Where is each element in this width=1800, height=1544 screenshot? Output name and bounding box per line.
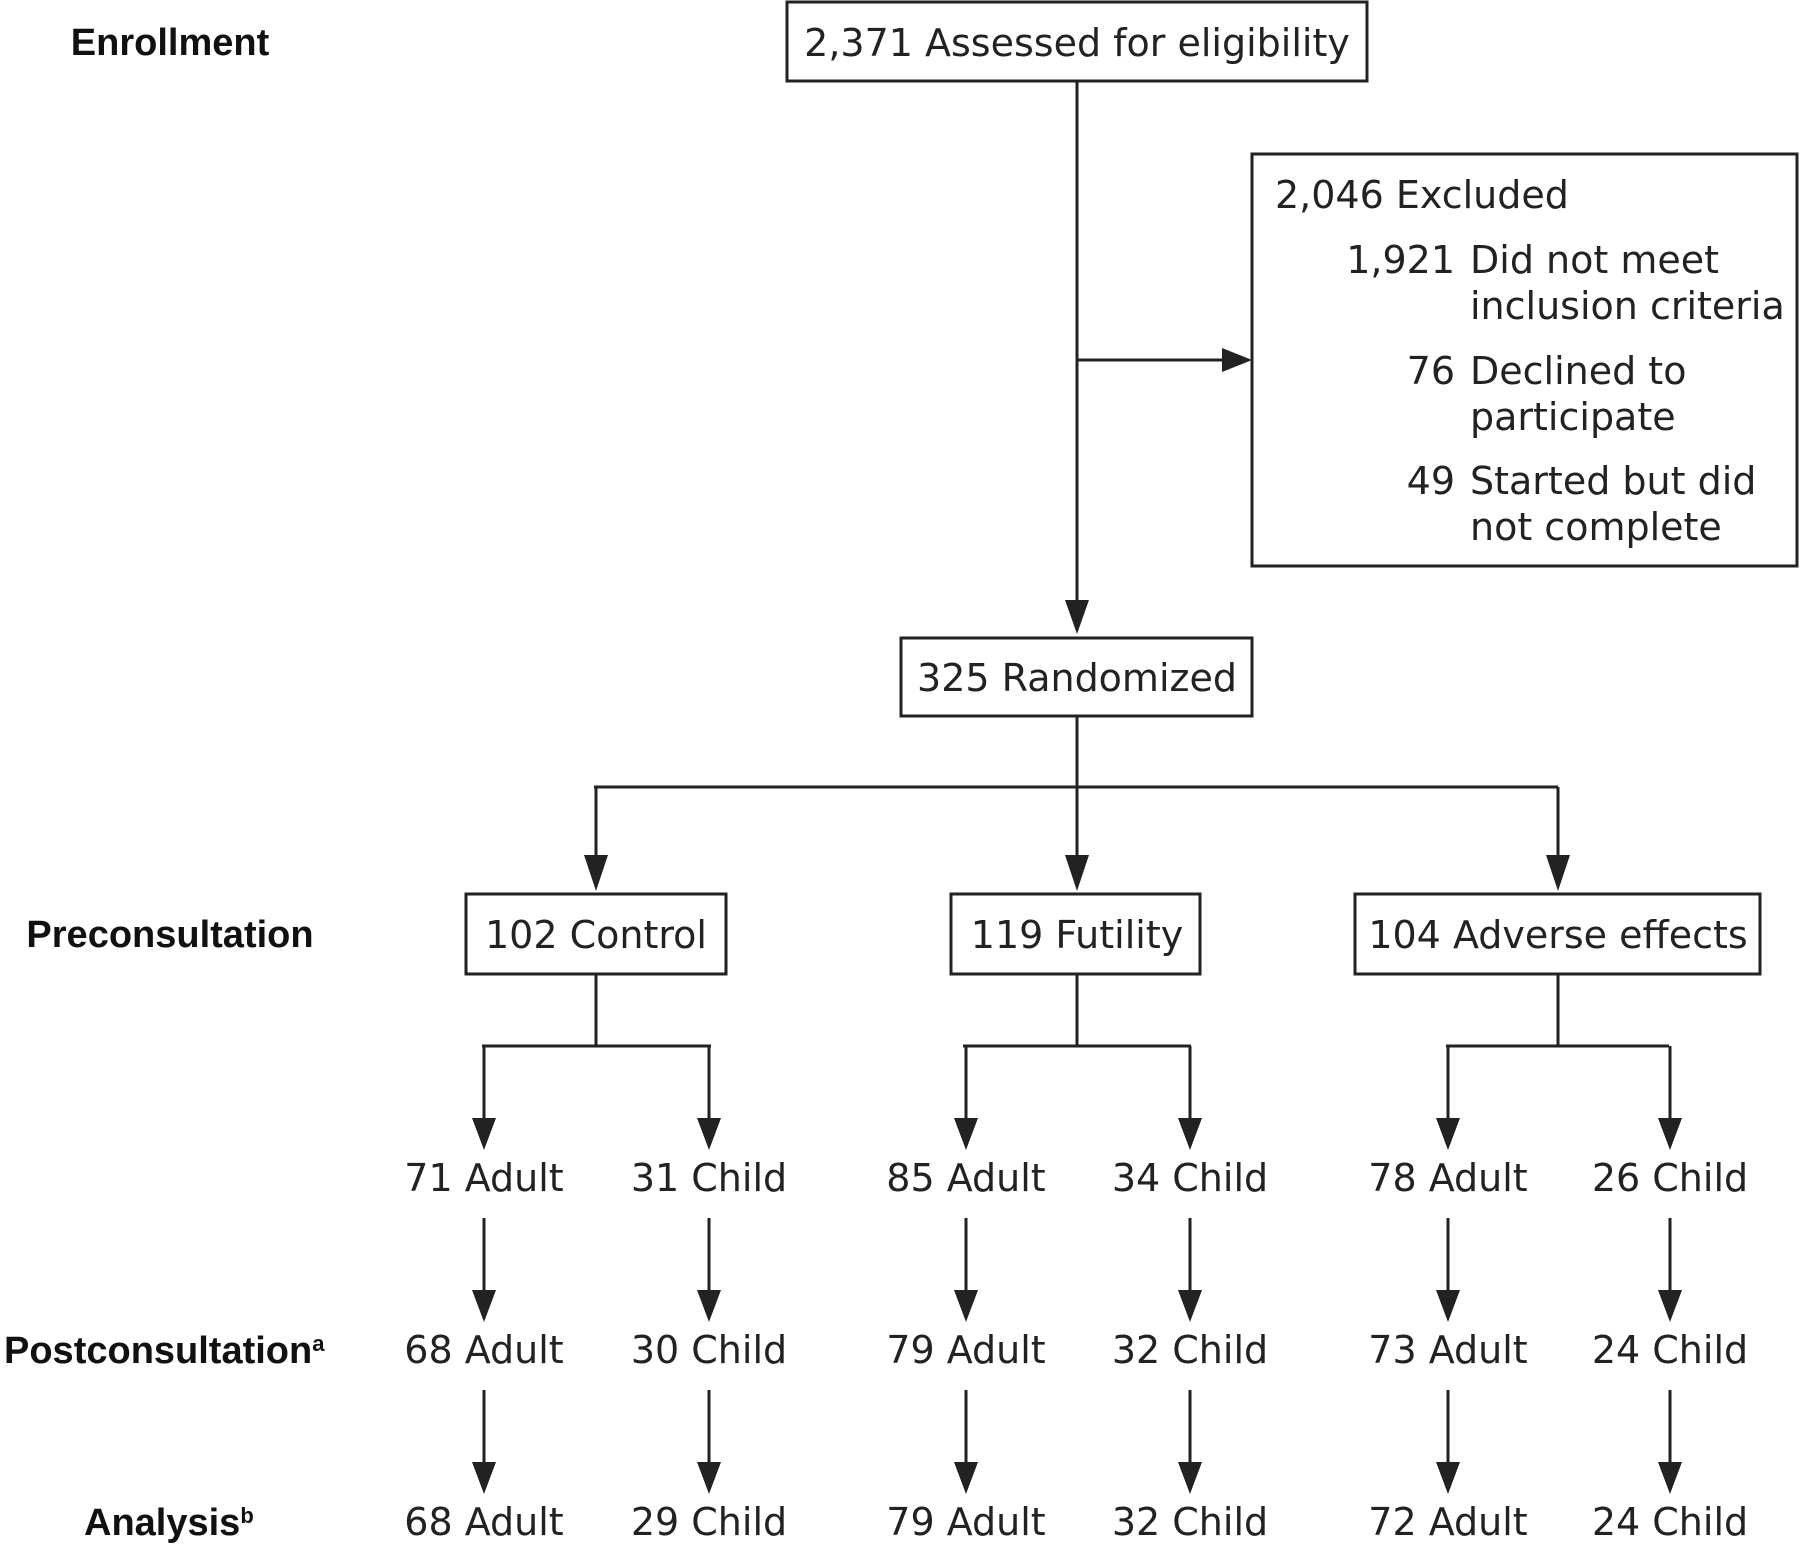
analysis-futility-adult: 79 Adult <box>886 1500 1045 1544</box>
arm-label-control: 102 Control <box>485 913 707 957</box>
leaf-arrowhead <box>472 1118 496 1150</box>
excluded-reason-line2: not complete <box>1470 505 1722 549</box>
pre-adverse-child: 26 Child <box>1592 1156 1748 1200</box>
excluded-box <box>1250 152 1799 568</box>
post-control-adult: 68 Adult <box>404 1328 563 1372</box>
assessed-label: 2,371 Assessed for eligibility <box>804 21 1350 65</box>
stage-label-analysis: Analysisb <box>84 1502 254 1544</box>
analysis-control-child: 29 Child <box>631 1500 787 1544</box>
leaf-arrowhead <box>1178 1290 1202 1322</box>
leaf-arrowhead <box>1436 1462 1460 1494</box>
leaf-arrowhead <box>472 1290 496 1322</box>
leaf-arrowhead <box>697 1290 721 1322</box>
leaf-arrowhead <box>1178 1462 1202 1494</box>
leaf-arrowhead <box>1436 1290 1460 1322</box>
stage-label-enrollment: Enrollment <box>71 22 270 64</box>
postconsultation-text: Postconsultation <box>4 1330 312 1372</box>
analysis-adverse-child: 24 Child <box>1592 1500 1748 1544</box>
excluded-reason-count: 76 <box>1407 349 1455 393</box>
arm-box-adverse-effects <box>1353 892 1762 976</box>
pre-control-child: 31 Child <box>631 1156 787 1200</box>
post-control-child: 30 Child <box>631 1328 787 1372</box>
arrowhead-to-futility <box>1065 855 1089 891</box>
leaf-arrowhead <box>697 1462 721 1494</box>
arm-split-connectors <box>482 974 1669 1048</box>
arm-label-futility: 119 Futility <box>971 913 1183 957</box>
leaf-arrowhead <box>1436 1118 1460 1150</box>
excluded-reason-count: 1,921 <box>1346 238 1455 282</box>
post-futility-child: 32 Child <box>1112 1328 1268 1372</box>
leaf-arrows <box>472 1046 1682 1494</box>
excluded-title: 2,046 Excluded <box>1275 173 1569 217</box>
arrowhead-to-randomized <box>1065 600 1089 634</box>
postconsultation-row: 68 Adult 30 Child 79 Adult 32 Child 73 A… <box>404 1328 1748 1372</box>
excluded-reason-line1: Started but did <box>1470 459 1756 503</box>
pre-adverse-adult: 78 Adult <box>1368 1156 1527 1200</box>
stage-label-postconsultation: Postconsultationa <box>4 1330 325 1372</box>
randomized-box <box>899 636 1254 718</box>
arm-label-adverse-effects: 104 Adverse effects <box>1368 913 1747 957</box>
leaf-arrowhead <box>954 1462 978 1494</box>
analysis-row: 68 Adult 29 Child 79 Adult 32 Child 72 A… <box>404 1500 1748 1544</box>
post-adverse-adult: 73 Adult <box>1368 1328 1527 1372</box>
excluded-reason-line1: Declined to <box>1470 349 1686 393</box>
excluded-reason-count: 49 <box>1407 459 1455 503</box>
analysis-footnote-mark: b <box>240 1503 253 1528</box>
stage-label-preconsultation: Preconsultation <box>26 914 313 956</box>
randomized-label: 325 Randomized <box>917 656 1237 700</box>
leaf-arrowhead <box>1178 1118 1202 1150</box>
arm-box-futility <box>949 892 1202 976</box>
assessed-box <box>785 0 1369 83</box>
analysis-control-adult: 68 Adult <box>404 1500 563 1544</box>
postconsultation-footnote-mark: a <box>312 1331 325 1356</box>
leaf-arrowhead <box>954 1118 978 1150</box>
leaf-arrowhead <box>1658 1462 1682 1494</box>
leaf-arrowhead <box>697 1118 721 1150</box>
preconsultation-row: 71 Adult 31 Child 85 Adult 34 Child 78 A… <box>404 1156 1748 1200</box>
leaf-arrowhead <box>1658 1118 1682 1150</box>
pre-futility-child: 34 Child <box>1112 1156 1268 1200</box>
arrowhead-to-excluded <box>1222 348 1252 372</box>
excluded-reason-line1: Did not meet <box>1470 238 1719 282</box>
arrowhead-to-control <box>584 855 608 891</box>
analysis-adverse-adult: 72 Adult <box>1368 1500 1527 1544</box>
pre-control-adult: 71 Adult <box>404 1156 563 1200</box>
excluded-reason-line2: inclusion criteria <box>1470 284 1785 328</box>
leaf-arrowhead <box>472 1462 496 1494</box>
pre-futility-adult: 85 Adult <box>886 1156 1045 1200</box>
post-futility-adult: 79 Adult <box>886 1328 1045 1372</box>
leaf-arrowhead <box>1658 1290 1682 1322</box>
post-adverse-child: 24 Child <box>1592 1328 1748 1372</box>
analysis-text: Analysis <box>84 1502 240 1544</box>
excluded-reason-line2: participate <box>1470 395 1676 439</box>
arrowhead-to-adverse-effects <box>1546 855 1570 891</box>
analysis-futility-child: 32 Child <box>1112 1500 1268 1544</box>
leaf-arrowhead <box>954 1290 978 1322</box>
